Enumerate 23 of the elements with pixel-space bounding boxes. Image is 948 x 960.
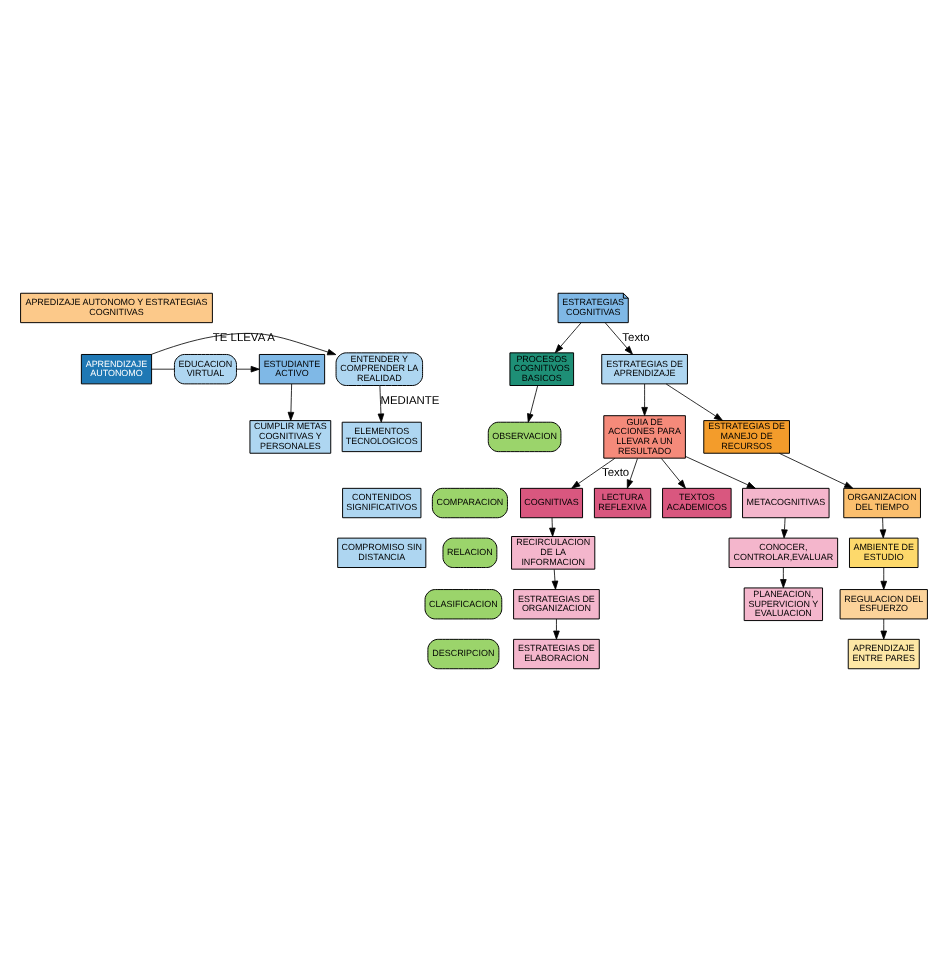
- connector: [151, 367, 175, 369]
- arrow: [377, 384, 385, 422]
- arrow: [880, 566, 887, 589]
- arrow: [880, 617, 887, 639]
- arrow: [781, 516, 788, 538]
- arrow: [626, 457, 638, 488]
- arrow: [236, 364, 260, 372]
- arrow: [685, 454, 756, 488]
- arrow: [551, 568, 559, 589]
- arrow: [641, 382, 648, 415]
- arrow: [780, 566, 787, 588]
- arrow: [571, 456, 616, 488]
- arrow: [604, 321, 633, 354]
- arrow: [287, 382, 295, 420]
- arrow: [549, 516, 556, 536]
- arrow: [527, 384, 539, 422]
- arrow: [661, 457, 686, 488]
- arrow: [150, 331, 337, 355]
- arrow: [779, 451, 854, 488]
- arrow: [553, 617, 560, 639]
- arrow: [879, 516, 887, 538]
- arrow: [665, 382, 723, 420]
- arrow: [554, 321, 582, 353]
